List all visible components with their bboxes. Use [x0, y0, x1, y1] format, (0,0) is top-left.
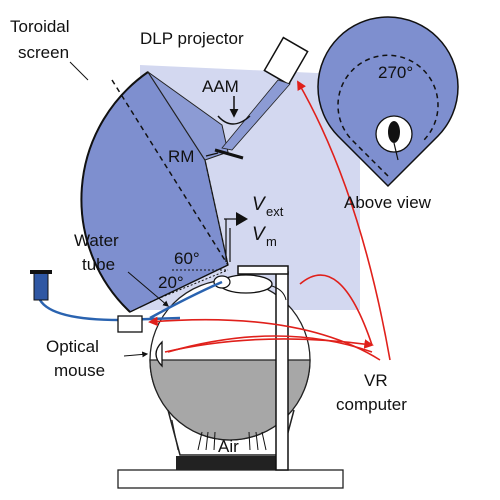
- valve: [117, 315, 143, 333]
- electrode: [224, 212, 248, 262]
- projector-beam: [221, 79, 291, 151]
- label-angle-60: 60°: [174, 249, 200, 268]
- pedestal: [176, 456, 284, 470]
- label-v-ext-letter: V: [252, 194, 267, 215]
- water-reservoir: [33, 271, 49, 301]
- label-above-view: Above view: [344, 193, 432, 212]
- screen-lower-line: [129, 264, 229, 313]
- head-fix-post: [275, 271, 289, 471]
- ball-shadow: [149, 359, 311, 441]
- above-view-inset: [317, 16, 459, 188]
- dlp-projector: [263, 36, 309, 86]
- label-rm: RM: [168, 147, 194, 166]
- toroidal-screen-edge: [80, 71, 149, 313]
- label-v-ext-sub: ext: [266, 204, 284, 219]
- label-dlp-projector: DLP projector: [140, 29, 244, 48]
- label-toroidal-screen-line1: Toroidal: [10, 17, 70, 36]
- rm-pointer: [205, 152, 219, 157]
- reservoir-cap: [30, 270, 52, 274]
- label-v-m-sub: m: [266, 234, 277, 249]
- label-aam: AAM: [202, 77, 239, 96]
- water-tube-pointer: [127, 271, 169, 307]
- head-fix-arm: [237, 265, 289, 275]
- label-angle-20: 20°: [158, 273, 184, 292]
- projection-beam: [147, 71, 229, 161]
- label-toroidal-screen-line2: screen: [18, 43, 69, 62]
- aam-arc-icon: [217, 115, 251, 125]
- base-plate: [117, 469, 344, 489]
- optical-mouse-pointer: [123, 351, 149, 358]
- label-water-tube-line2: tube: [82, 255, 115, 274]
- optical-mouse-sensor: [155, 340, 163, 368]
- label-water-tube-line1: Water: [74, 231, 119, 250]
- water-tube-to-mouse: [149, 280, 223, 320]
- mirror: [214, 148, 244, 160]
- label-v-m-letter: V: [252, 224, 267, 245]
- label-optical-mouse-line1: Optical: [46, 337, 99, 356]
- label-vr-computer-line2: computer: [336, 395, 407, 414]
- label-vr-computer-line1: VR: [364, 371, 388, 390]
- air-jets: [197, 431, 267, 451]
- signal-lines: [148, 80, 391, 361]
- label-optical-mouse-line2: mouse: [54, 361, 105, 380]
- toroidal-screen-pointer: [69, 61, 89, 81]
- label-air: Air: [218, 437, 239, 456]
- screen-dashed-line: [111, 79, 229, 266]
- label-above-view-angle: 270°: [378, 63, 413, 82]
